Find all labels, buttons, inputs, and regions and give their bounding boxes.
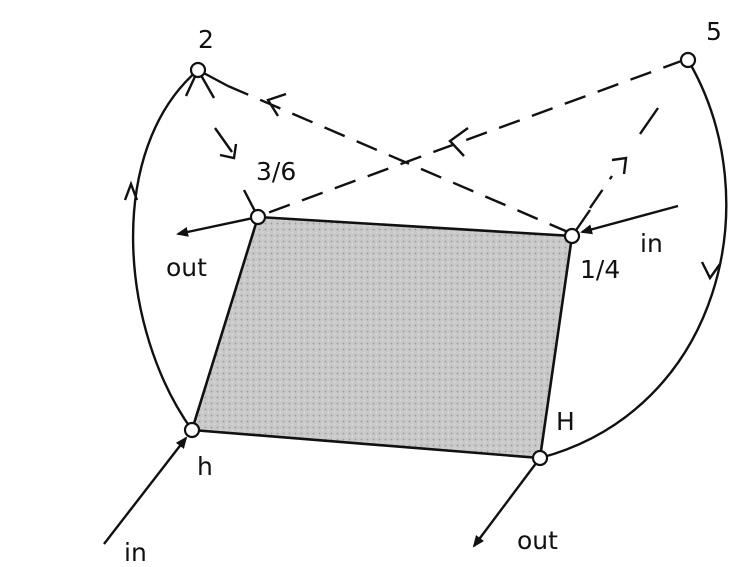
node-h xyxy=(183,421,201,439)
label-in-bottom: in xyxy=(124,538,147,567)
dashed-line-5-to-3-6 xyxy=(261,58,685,217)
arrow-in-right xyxy=(580,204,679,235)
arc-right-direction-mark xyxy=(700,261,721,281)
dashed-line-2-to-1-4 xyxy=(227,84,569,234)
dashed-segment-2-to-3-6 xyxy=(214,127,233,153)
node-2 xyxy=(189,61,207,79)
label-node-5: 5 xyxy=(706,17,722,46)
dashed-arrow-mark-1 xyxy=(266,92,287,117)
arrow-out-left xyxy=(176,215,259,237)
node-5 xyxy=(679,51,697,69)
arc-left xyxy=(131,69,199,431)
node-3-6 xyxy=(249,208,267,226)
label-node-2: 2 xyxy=(198,25,214,54)
arrow-out-bottom xyxy=(472,457,541,548)
node-1-4 xyxy=(563,227,581,245)
dashed-line-1-4-to-5 xyxy=(589,175,613,209)
label-node-h: h xyxy=(197,452,213,481)
node-H xyxy=(531,449,549,467)
label-node-3-6: 3/6 xyxy=(256,157,296,186)
arc-left-direction-mark xyxy=(123,180,139,201)
label-in-right: in xyxy=(640,229,663,258)
label-node-H: H xyxy=(556,407,575,436)
dashed-arrow-mark-3 xyxy=(448,127,469,157)
dashed-segment-upper xyxy=(639,107,659,135)
dashed-arrow-mark-2 xyxy=(219,143,238,160)
arrow-in-bottom xyxy=(103,436,188,545)
arc-right xyxy=(539,59,728,460)
label-out-left: out xyxy=(166,253,207,282)
label-node-1-4: 1/4 xyxy=(580,255,620,284)
label-out-bottom: out xyxy=(517,526,558,555)
dashed-arrow-mark-4 xyxy=(611,156,628,175)
shaded-region xyxy=(190,215,574,460)
